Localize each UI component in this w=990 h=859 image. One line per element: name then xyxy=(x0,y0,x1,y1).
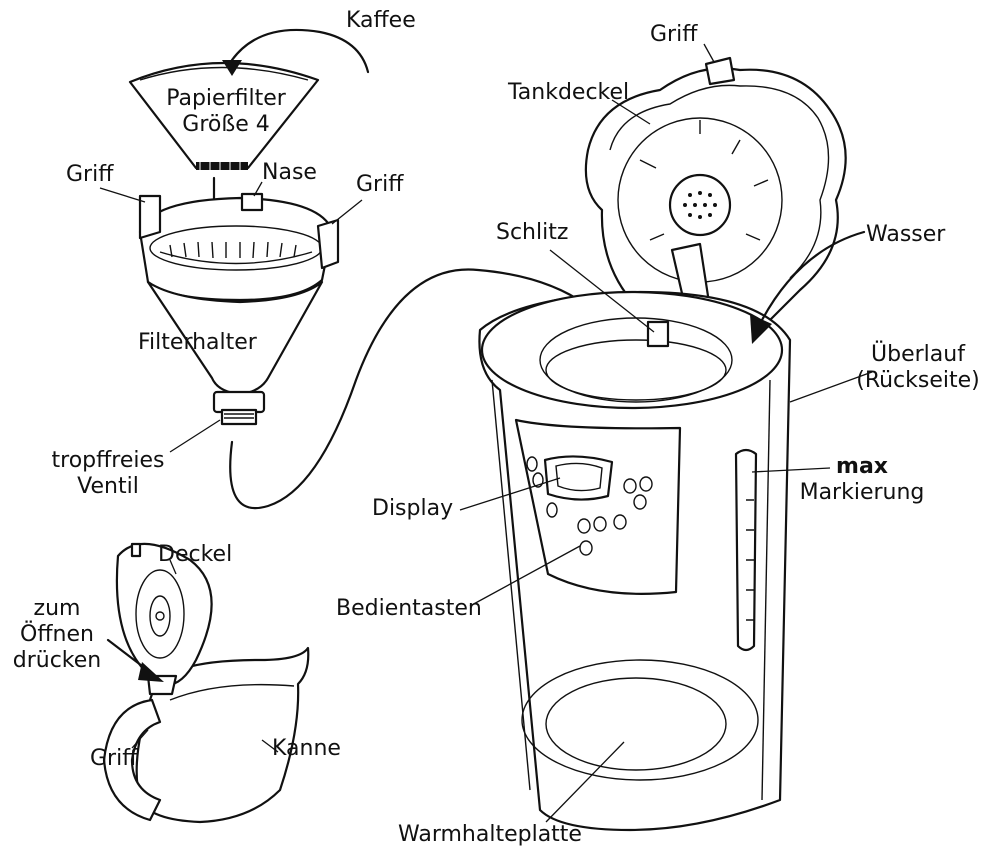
label-ventil-line1: tropffreies xyxy=(51,448,165,473)
label-tankdeckel: Tankdeckel xyxy=(508,80,630,105)
label-max: max xyxy=(836,454,888,479)
label-griff-filter-right: Griff xyxy=(356,172,404,197)
label-filterhalter: Filterhalter xyxy=(138,330,257,355)
coffee-machine xyxy=(478,56,847,832)
label-oeffnen-line3: drücken xyxy=(12,648,102,673)
label-warmhalteplatte: Warmhalteplatte xyxy=(398,822,582,847)
label-markierung: Markierung xyxy=(799,480,925,505)
label-bedientasten: Bedientasten xyxy=(336,596,482,621)
label-schlitz: Schlitz xyxy=(496,220,569,245)
label-griff-kanne: Griff xyxy=(90,746,138,771)
label-max-markierung: max Markierung xyxy=(782,454,942,506)
label-nase: Nase xyxy=(262,160,317,185)
label-ueberlauf-line1: Überlauf xyxy=(871,342,965,367)
label-kanne: Kanne xyxy=(272,736,341,761)
label-ueberlauf-line2: (Rückseite) xyxy=(856,368,980,393)
label-oeffnen-line2: Öffnen xyxy=(20,622,94,647)
label-wasser: Wasser xyxy=(866,222,946,247)
carafe-leaders xyxy=(131,559,279,753)
label-display: Display xyxy=(372,496,454,521)
label-ventil: tropffreies Ventil xyxy=(40,448,176,500)
label-griff-tank: Griff xyxy=(650,22,698,47)
control-buttons xyxy=(526,456,653,556)
label-papierfilter: Papierfilter Größe 4 xyxy=(148,86,304,138)
label-ventil-line2: Ventil xyxy=(77,474,139,499)
label-kaffee: Kaffee xyxy=(346,8,416,33)
label-papierfilter-line2: Größe 4 xyxy=(182,112,270,137)
paper-filter xyxy=(128,61,320,170)
filter-holder xyxy=(138,192,340,426)
label-griff-filter-left: Griff xyxy=(66,162,114,187)
filter-leaders xyxy=(99,181,363,453)
press-arrow xyxy=(106,638,164,682)
label-papierfilter-line1: Papierfilter xyxy=(166,86,286,111)
water-arrow xyxy=(750,230,866,344)
label-zum-oeffnen-druecken: zum Öffnen drücken xyxy=(4,596,110,674)
label-ueberlauf: Überlauf (Rückseite) xyxy=(846,342,990,394)
lid-holes xyxy=(683,191,717,219)
coffee-arrow xyxy=(222,28,370,76)
label-oeffnen-line1: zum xyxy=(33,596,81,621)
machine-leaders xyxy=(459,43,873,823)
carafe xyxy=(102,542,310,824)
label-deckel: Deckel xyxy=(158,542,233,567)
